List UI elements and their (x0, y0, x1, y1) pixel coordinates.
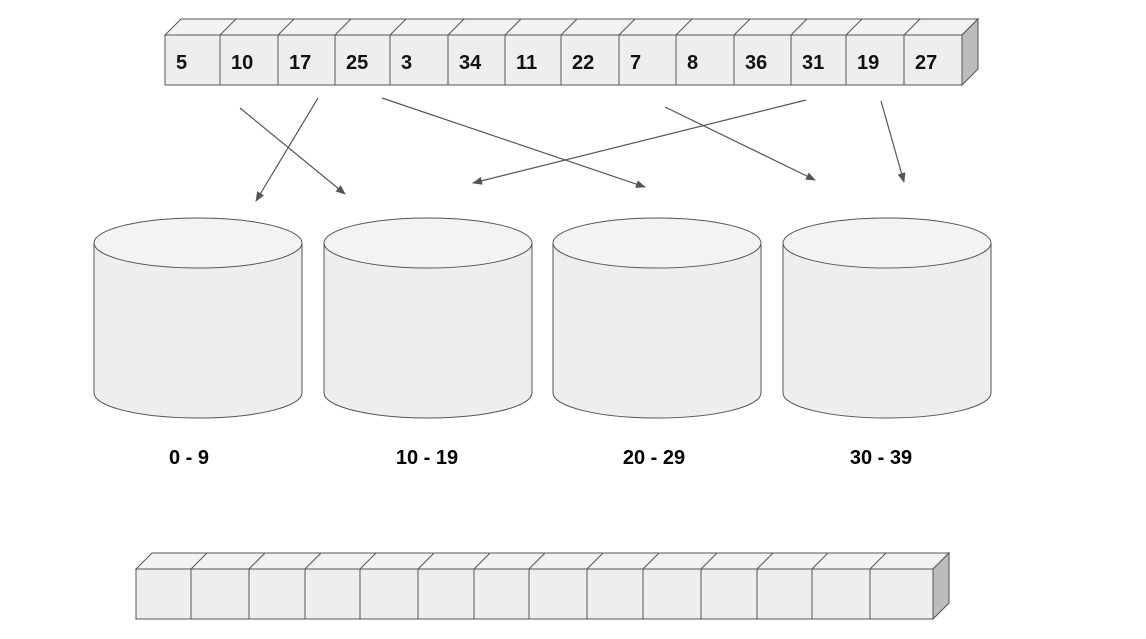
array-cell (248, 568, 306, 620)
bucket-30-39: 30 - 39 (782, 217, 992, 469)
cell-value: 10 (231, 52, 253, 74)
cell-value: 22 (572, 52, 594, 74)
array-cell: 17 (277, 34, 336, 86)
cell-value: 36 (745, 52, 767, 74)
bucket-label: 30 - 39 (850, 447, 912, 469)
array-cell: 3 (389, 34, 449, 86)
array-cell: 8 (675, 34, 735, 86)
input-array: 5 10 17 25 3 34 11 22 7 8 36 31 19 27 (163, 17, 980, 87)
bucket-0-9: 0 - 9 (93, 217, 303, 469)
array-cell: 7 (618, 34, 677, 86)
cell-value: 31 (802, 52, 824, 74)
array-cell (586, 568, 644, 620)
strip-top-face (163, 18, 980, 36)
bucket-label: 20 - 29 (623, 447, 685, 469)
array-cell: 25 (334, 34, 391, 86)
output-array (134, 551, 951, 621)
array-cell (869, 568, 934, 620)
bucket-10-19: 10 - 19 (323, 217, 533, 469)
array-cell: 22 (560, 34, 620, 86)
cell-value: 25 (346, 52, 368, 74)
arrow (239, 107, 346, 195)
array-cell (700, 568, 758, 620)
array-cell: 31 (790, 34, 847, 86)
arrow (880, 100, 906, 183)
bucket-label: 10 - 19 (396, 447, 458, 469)
array-cell: 5 (164, 34, 221, 86)
cell-value: 8 (687, 52, 698, 74)
array-cell (528, 568, 588, 620)
cell-value: 17 (289, 52, 311, 74)
cell-value: 5 (176, 52, 187, 74)
cell-value: 27 (915, 52, 937, 74)
array-cell: 34 (447, 34, 506, 86)
array-cell (190, 568, 250, 620)
array-cell: 19 (845, 34, 905, 86)
arrow (472, 99, 807, 185)
arrow (381, 97, 646, 188)
bucket-20-29: 20 - 29 (552, 217, 762, 469)
arrow (664, 106, 816, 181)
cell-value: 19 (857, 52, 879, 74)
array-cell (417, 568, 475, 620)
array-cell (473, 568, 530, 620)
array-cell (642, 568, 702, 620)
bucket-label: 0 - 9 (169, 447, 209, 469)
array-cell (811, 568, 871, 620)
cell-value: 3 (401, 52, 412, 74)
distribution-arrows (239, 97, 906, 202)
cell-value: 11 (516, 52, 537, 74)
arrow (255, 97, 319, 202)
array-cell (359, 568, 419, 620)
array-cell: 27 (903, 34, 963, 86)
array-cell: 36 (733, 34, 792, 86)
array-cell: 10 (219, 34, 279, 86)
array-cell (304, 568, 361, 620)
cell-value: 34 (459, 52, 482, 74)
array-cell (135, 568, 192, 620)
array-cell: 11 (504, 34, 562, 86)
cell-value: 7 (630, 52, 641, 74)
array-cell (756, 568, 813, 620)
